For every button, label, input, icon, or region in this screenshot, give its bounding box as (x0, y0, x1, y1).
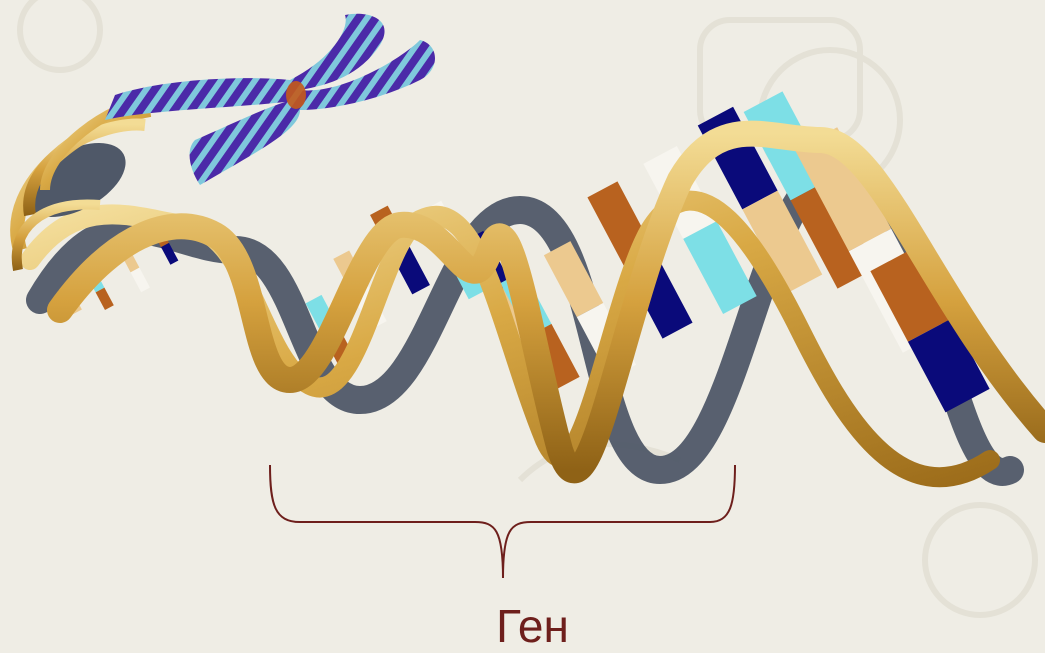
gene-label: Ген (0, 596, 1045, 653)
chromosome-icon (105, 14, 435, 185)
